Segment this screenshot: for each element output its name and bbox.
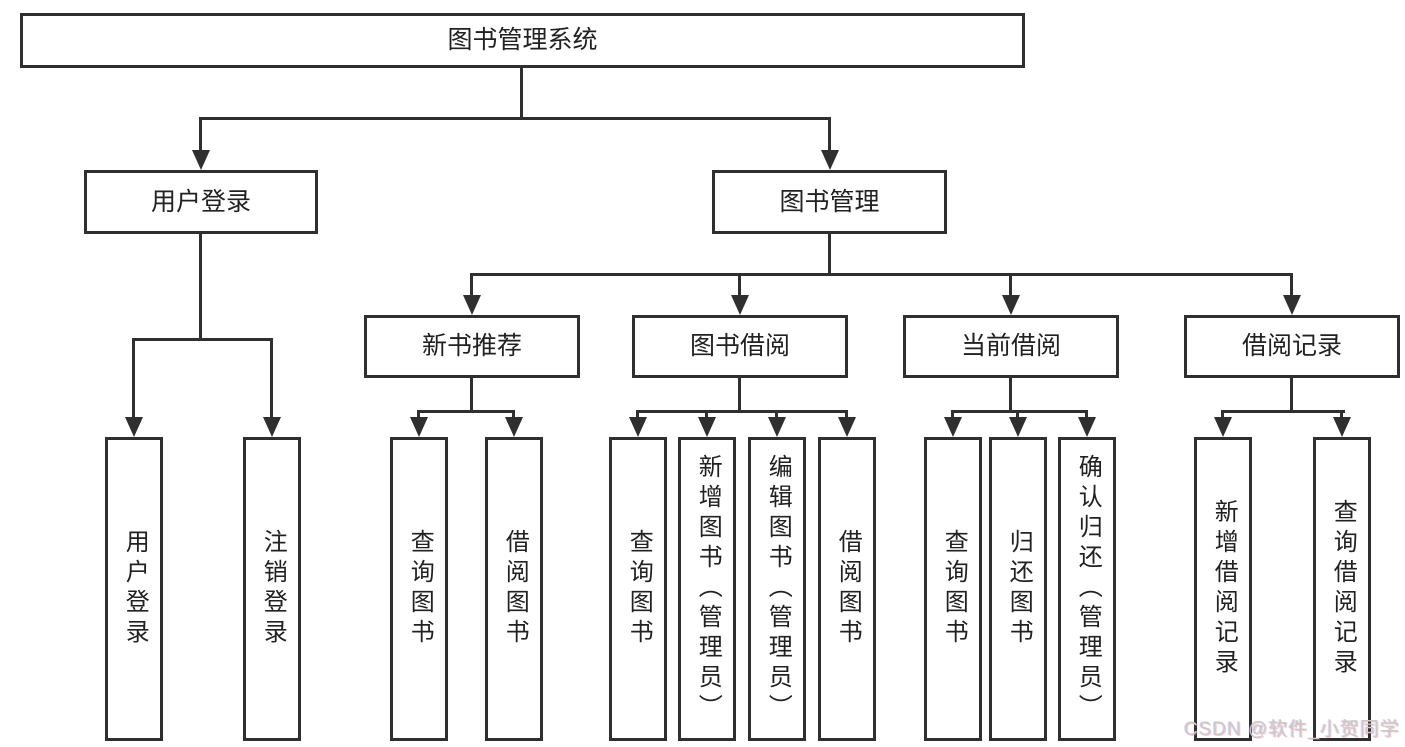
node-label: 当前借阅 bbox=[960, 332, 1061, 360]
arrowhead bbox=[731, 295, 749, 315]
arrowhead bbox=[768, 417, 786, 437]
connector-line bbox=[951, 410, 954, 417]
node-library-management-system: 图书管理系统 bbox=[20, 13, 1025, 68]
connector-line bbox=[1340, 410, 1343, 417]
leaf-add-borrow-record: 新增借阅记录 bbox=[1194, 437, 1252, 741]
arrowhead bbox=[629, 417, 647, 437]
leaf-label: 用户登录 bbox=[121, 529, 149, 649]
connector-line bbox=[1016, 410, 1019, 417]
connector-line bbox=[132, 338, 273, 341]
leaf-label: 注销登录 bbox=[259, 529, 287, 649]
leaf-user-login: 用户登录 bbox=[105, 437, 163, 741]
arrowhead bbox=[505, 417, 523, 437]
connector-line bbox=[512, 410, 515, 417]
connector-line bbox=[738, 378, 741, 410]
arrowhead bbox=[698, 417, 716, 437]
connector-line bbox=[470, 273, 1293, 276]
node-label: 图书借阅 bbox=[689, 332, 790, 360]
arrowhead bbox=[192, 150, 210, 170]
connector-line bbox=[636, 410, 848, 413]
leaf-add-book-admin: 新增图书（管理员） bbox=[678, 437, 736, 741]
leaf-label: 借阅图书 bbox=[834, 529, 862, 649]
connector-line bbox=[951, 410, 1088, 413]
connector-line bbox=[1221, 410, 1345, 413]
leaf-query-borrow-record: 查询借阅记录 bbox=[1313, 437, 1371, 741]
connector-line bbox=[270, 338, 273, 417]
leaf-label: 借阅图书 bbox=[501, 529, 529, 649]
arrowhead bbox=[263, 417, 281, 437]
leaf-label: 新增借阅记录 bbox=[1210, 499, 1238, 679]
leaf-label: 归还图书 bbox=[1005, 529, 1033, 649]
connector-line bbox=[828, 117, 831, 150]
node-borrowing-records: 借阅记录 bbox=[1184, 315, 1400, 378]
leaf-query-books: 查询图书 bbox=[390, 437, 448, 741]
connector-line bbox=[738, 273, 741, 295]
connector-line bbox=[470, 378, 473, 410]
csdn-watermark: CSDN @软件_小贺同学 bbox=[1184, 719, 1400, 740]
arrowhead bbox=[838, 417, 856, 437]
connector-line bbox=[1085, 410, 1088, 417]
connector-line bbox=[705, 410, 708, 417]
leaf-logout: 注销登录 bbox=[243, 437, 301, 741]
leaf-return-books: 归还图书 bbox=[989, 437, 1047, 741]
node-label: 新书推荐 bbox=[421, 332, 522, 360]
connector-line bbox=[1009, 378, 1012, 410]
connector-line bbox=[775, 410, 778, 417]
arrowhead bbox=[410, 417, 428, 437]
connector-line bbox=[636, 410, 639, 417]
node-current-borrowing: 当前借阅 bbox=[903, 315, 1119, 378]
node-user-login: 用户登录 bbox=[84, 170, 318, 234]
connector-line bbox=[1009, 273, 1012, 295]
connector-line bbox=[520, 68, 523, 117]
connector-line bbox=[132, 338, 135, 417]
connector-line bbox=[417, 410, 420, 417]
connector-line bbox=[199, 117, 831, 120]
connector-line bbox=[199, 234, 202, 338]
connector-line bbox=[417, 410, 515, 413]
connector-line bbox=[470, 273, 473, 295]
node-label: 图书管理 bbox=[779, 187, 880, 216]
arrowhead bbox=[1214, 417, 1232, 437]
connector-line bbox=[1221, 410, 1224, 417]
leaf-label: 查询图书 bbox=[406, 529, 434, 649]
leaf-label: 确认归还（管理员） bbox=[1074, 454, 1102, 724]
leaf-label: 编辑图书（管理员） bbox=[764, 454, 792, 724]
connector-line bbox=[1290, 273, 1293, 295]
connector-line bbox=[828, 234, 831, 273]
arrowhead bbox=[944, 417, 962, 437]
arrowhead bbox=[1283, 295, 1301, 315]
node-label: 借阅记录 bbox=[1241, 332, 1342, 360]
arrowhead bbox=[1333, 417, 1351, 437]
leaf-label: 查询图书 bbox=[625, 529, 653, 649]
arrowhead bbox=[125, 417, 143, 437]
leaf-borrow-books-2: 借阅图书 bbox=[818, 437, 876, 741]
arrowhead bbox=[1078, 417, 1096, 437]
connector-line bbox=[845, 410, 848, 417]
leaf-borrow-books: 借阅图书 bbox=[485, 437, 543, 741]
leaf-query-books-2: 查询图书 bbox=[609, 437, 667, 741]
leaf-query-books-3: 查询图书 bbox=[924, 437, 982, 741]
arrowhead bbox=[1002, 295, 1020, 315]
node-label: 用户登录 bbox=[150, 187, 251, 216]
arrowhead bbox=[1009, 417, 1027, 437]
connector-line bbox=[1290, 378, 1293, 410]
node-book-management: 图书管理 bbox=[712, 170, 947, 234]
leaf-label: 查询图书 bbox=[940, 529, 968, 649]
node-label: 图书管理系统 bbox=[447, 26, 598, 54]
connector-line bbox=[199, 117, 202, 150]
node-new-book-recommendation: 新书推荐 bbox=[364, 315, 580, 378]
leaf-edit-book-admin: 编辑图书（管理员） bbox=[748, 437, 806, 741]
node-book-borrowing: 图书借阅 bbox=[632, 315, 848, 378]
leaf-label: 新增图书（管理员） bbox=[694, 454, 722, 724]
leaf-label: 查询借阅记录 bbox=[1329, 499, 1357, 679]
arrowhead bbox=[821, 150, 839, 170]
arrowhead bbox=[463, 295, 481, 315]
leaf-confirm-return-admin: 确认归还（管理员） bbox=[1058, 437, 1116, 741]
